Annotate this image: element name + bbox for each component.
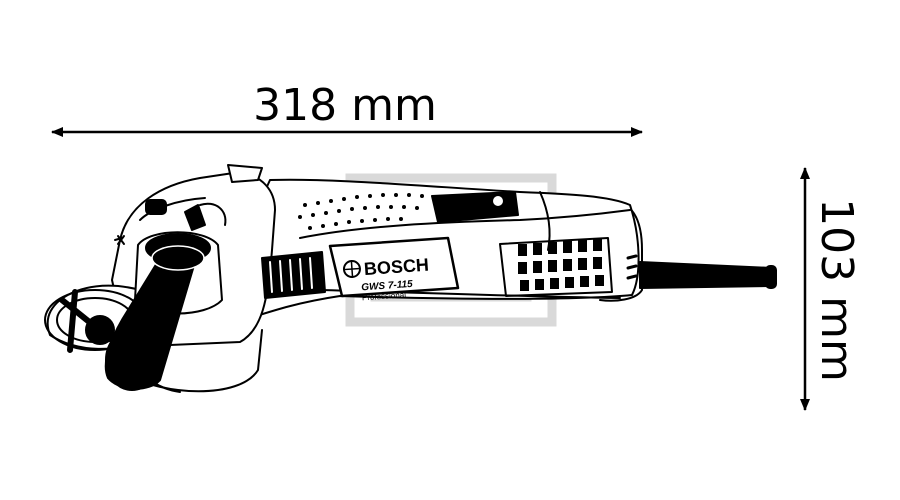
- length-label: 318 mm: [253, 80, 437, 131]
- height-label: 103 mm: [811, 198, 862, 382]
- ventilation-grille: [261, 251, 326, 299]
- spindle-lock-button: [145, 199, 167, 215]
- angle-grinder-illustration: [44, 164, 777, 393]
- brand-label: BOSCH: [363, 255, 429, 279]
- length-dimension: 318 mm: [51, 80, 643, 137]
- rear-vents: [499, 237, 638, 297]
- side-handle: [104, 231, 223, 391]
- cord-end: [765, 265, 777, 289]
- grip-texture: [298, 193, 424, 230]
- power-cord: [639, 261, 773, 289]
- model-label: GWS 7-115: [361, 279, 414, 294]
- product-line-label: Professional: [362, 290, 407, 302]
- height-dimension: 103 mm: [800, 167, 862, 411]
- logo-plate: [328, 236, 460, 298]
- product-label: BOSCH GWS 7-115 Professional: [342, 255, 430, 302]
